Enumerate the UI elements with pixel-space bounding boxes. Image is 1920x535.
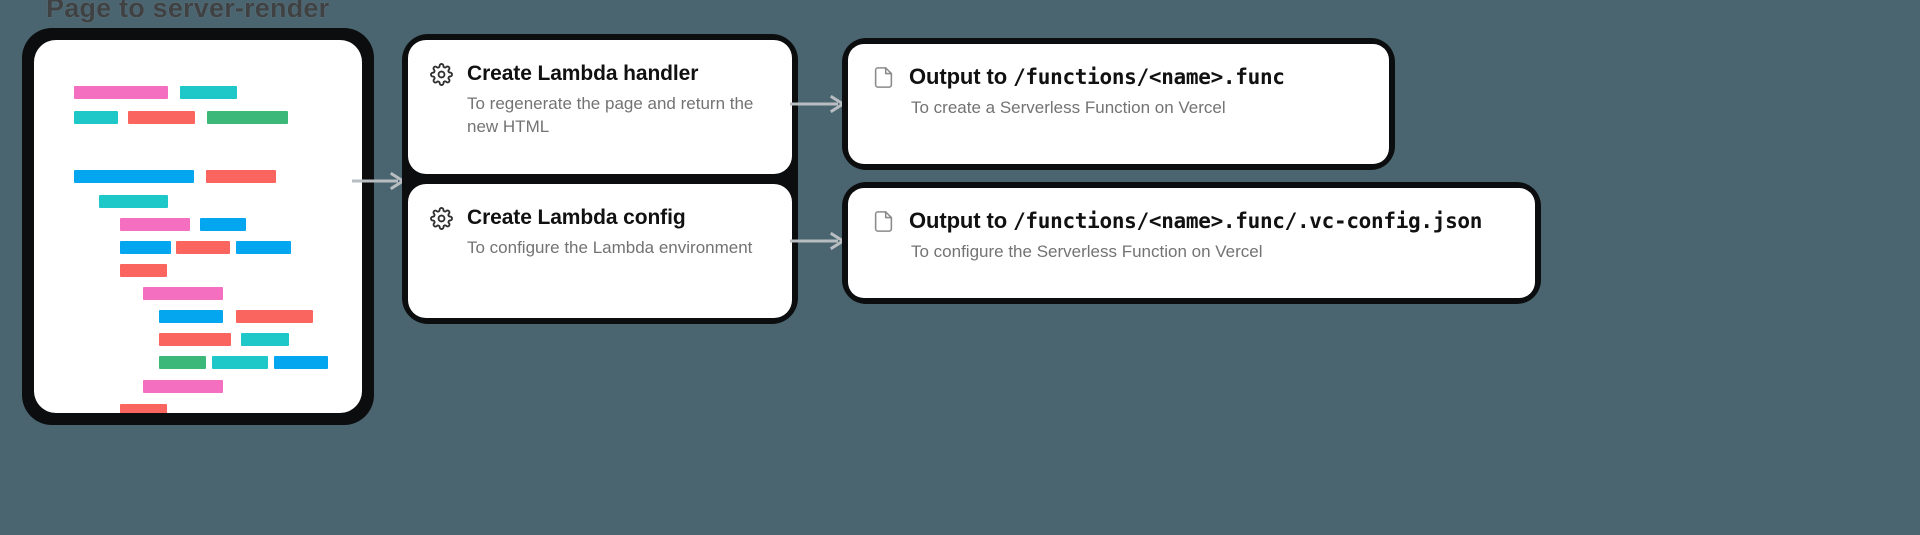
code-token — [159, 356, 206, 369]
code-line — [143, 380, 223, 393]
code-line — [120, 404, 167, 413]
code-token — [120, 241, 171, 254]
code-token — [200, 218, 246, 231]
code-token-gap — [194, 170, 206, 183]
card-subtitle: To regenerate the page and return the ne… — [467, 94, 754, 136]
code-line — [74, 170, 276, 183]
code-token — [207, 111, 288, 124]
code-token — [128, 111, 195, 124]
card-header: Create Lambda config — [430, 206, 768, 230]
card-create-lambda-handler[interactable]: Create Lambda handler To regenerate the … — [408, 40, 792, 174]
code-line — [120, 264, 167, 277]
card-title: Create Lambda handler — [467, 62, 699, 85]
output-card-group-2: Output to /functions/<name>.func/.vc-con… — [842, 182, 1541, 304]
code-token — [99, 195, 168, 208]
code-line — [99, 195, 168, 208]
gear-icon — [430, 62, 453, 86]
code-token — [159, 310, 223, 323]
code-token — [120, 264, 167, 277]
code-token — [206, 170, 276, 183]
card-output-config[interactable]: Output to /functions/<name>.func/.vc-con… — [848, 188, 1535, 298]
code-token — [241, 333, 289, 346]
arrow-middle2-to-right2 — [788, 232, 850, 250]
file-icon — [872, 66, 895, 89]
code-token-gap — [118, 111, 128, 124]
code-token — [180, 86, 237, 99]
card-title-prefix: Output to — [909, 208, 1014, 233]
code-token — [74, 111, 118, 124]
code-panel-group — [22, 28, 374, 425]
file-icon — [872, 210, 895, 233]
middle-cards-group: Create Lambda handler To regenerate the … — [402, 34, 798, 324]
card-header: Create Lambda handler — [430, 62, 768, 86]
code-line — [159, 333, 289, 346]
card-subtitle: To configure the Lambda environment — [467, 238, 753, 257]
card-title-path: /functions/<name>.func — [1013, 65, 1285, 89]
code-line — [74, 111, 288, 124]
code-token-gap — [223, 310, 236, 323]
code-line — [120, 218, 246, 231]
card-header: Output to /functions/<name>.func/.vc-con… — [872, 208, 1509, 234]
card-subtitle: To configure the Serverless Function on … — [911, 242, 1263, 261]
code-token-gap — [195, 111, 207, 124]
code-token — [236, 241, 291, 254]
code-line — [74, 86, 237, 99]
code-line — [159, 356, 328, 369]
code-token — [143, 287, 223, 300]
card-output-function[interactable]: Output to /functions/<name>.func To crea… — [848, 44, 1389, 164]
arrow-code-to-middle — [350, 172, 410, 190]
code-line — [143, 287, 223, 300]
card-subtitle: To create a Serverless Function on Verce… — [911, 98, 1226, 117]
code-line — [159, 310, 313, 323]
code-token — [176, 241, 230, 254]
card-header: Output to /functions/<name>.func — [872, 64, 1363, 90]
card-title-prefix: Output to — [909, 64, 1014, 89]
code-token — [236, 310, 313, 323]
output-card-group-1: Output to /functions/<name>.func To crea… — [842, 38, 1395, 170]
card-title: Output to /functions/<name>.func/.vc-con… — [909, 208, 1482, 234]
code-token — [74, 86, 168, 99]
card-create-lambda-config[interactable]: Create Lambda config To configure the La… — [408, 184, 792, 318]
arrow-middle1-to-right1 — [788, 95, 850, 113]
card-title: Create Lambda config — [467, 206, 686, 229]
gear-icon — [430, 206, 453, 230]
code-token-gap — [231, 333, 241, 346]
code-token — [74, 170, 194, 183]
code-token-gap — [190, 218, 200, 231]
card-title-path: /functions/<name>.func/.vc-config.json — [1013, 209, 1483, 233]
page-title: Page to server-render — [46, 0, 330, 23]
code-token — [120, 218, 190, 231]
page-source-code — [34, 40, 362, 413]
code-line — [120, 241, 291, 254]
code-token — [212, 356, 268, 369]
code-token — [274, 356, 328, 369]
code-token — [120, 404, 167, 413]
card-title: Output to /functions/<name>.func — [909, 64, 1285, 90]
code-token-gap — [168, 86, 180, 99]
code-token — [143, 380, 223, 393]
code-token — [159, 333, 231, 346]
